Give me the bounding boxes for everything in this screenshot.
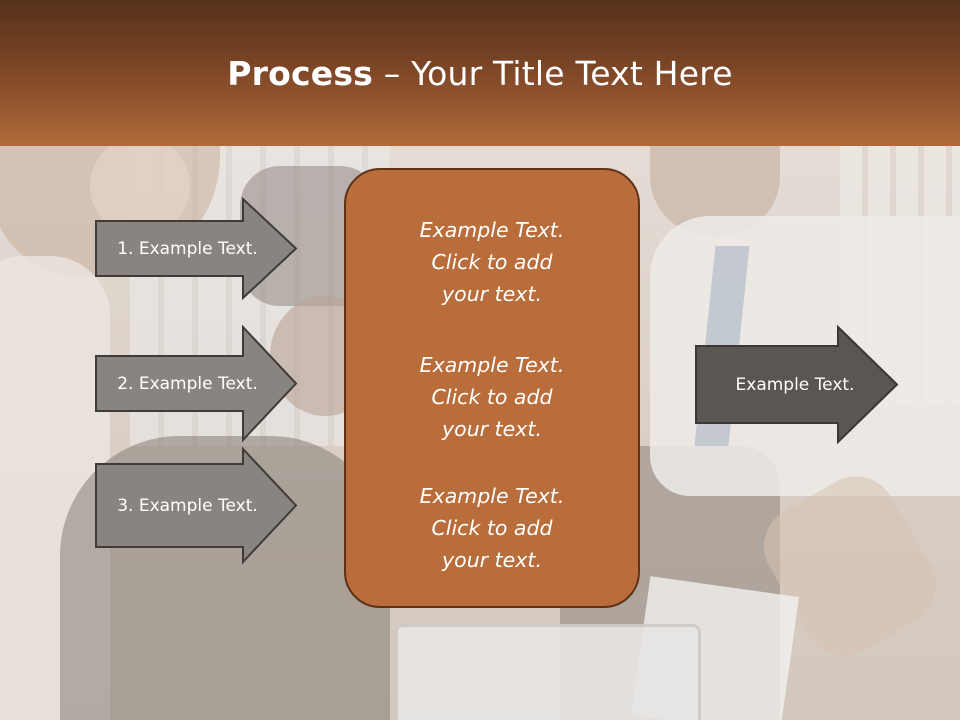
center-process-box[interactable]: Example Text. Click to add your text. Ex… — [344, 168, 640, 608]
title-bold: Process — [227, 54, 374, 93]
center-item-line: Example Text. — [419, 218, 565, 242]
arrow-shape — [95, 324, 298, 443]
center-item-3[interactable]: Example Text. Click to add your text. — [346, 480, 638, 576]
center-item-line: Click to add — [431, 385, 553, 409]
arrow-step-3-label: 3. Example Text. — [117, 495, 258, 516]
arrow-step-1[interactable]: 1. Example Text. — [95, 196, 298, 301]
center-item-line: Click to add — [431, 250, 553, 274]
slide-title[interactable]: Process – Your Title Text Here — [0, 52, 960, 96]
title-rest: – Your Title Text Here — [373, 54, 733, 93]
arrow-shape — [95, 446, 298, 565]
arrow-step-3[interactable]: 3. Example Text. — [95, 446, 298, 565]
center-item-line: Click to add — [431, 516, 553, 540]
center-item-line: Example Text. — [419, 353, 565, 377]
center-item-line: your text. — [442, 417, 542, 441]
title-bar: Process – Your Title Text Here — [0, 0, 960, 146]
arrow-shape — [695, 324, 899, 445]
arrow-step-2-label: 2. Example Text. — [117, 373, 258, 394]
arrow-output[interactable]: Example Text. — [695, 324, 899, 445]
center-item-line: your text. — [442, 282, 542, 306]
center-item-2[interactable]: Example Text. Click to add your text. — [346, 349, 638, 445]
arrow-output-label: Example Text. — [735, 374, 855, 395]
center-item-1[interactable]: Example Text. Click to add your text. — [346, 214, 638, 310]
arrow-step-1-label: 1. Example Text. — [117, 238, 258, 259]
center-item-line: Example Text. — [419, 484, 565, 508]
center-item-line: your text. — [442, 548, 542, 572]
arrow-shape — [95, 196, 298, 301]
arrow-step-2[interactable]: 2. Example Text. — [95, 324, 298, 443]
